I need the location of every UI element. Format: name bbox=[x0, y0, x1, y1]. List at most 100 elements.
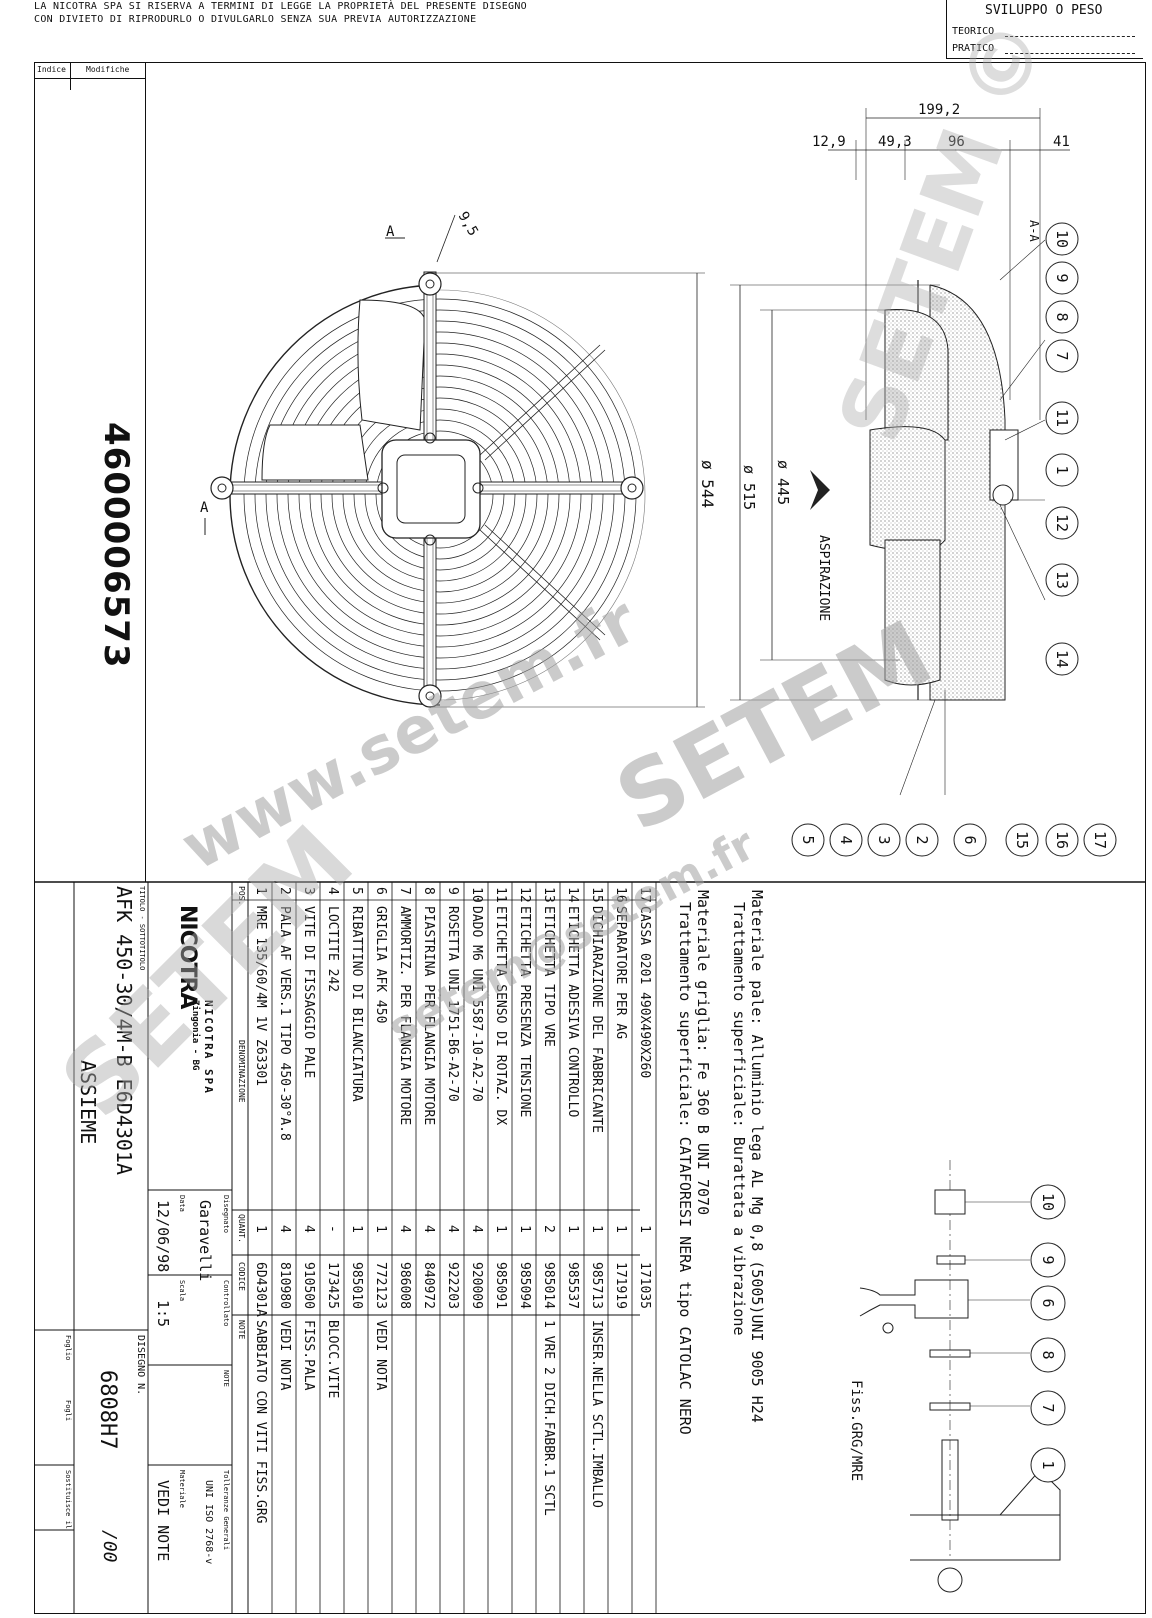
bom-den: PALA AF VERS.1 TIPO 450-30°A.8 bbox=[277, 906, 292, 1141]
svg-text:11: 11 bbox=[1053, 409, 1071, 427]
dim-overall-depth: 199,2 bbox=[918, 102, 960, 118]
balloon-side-5: 11 bbox=[1045, 401, 1079, 435]
bom-qty: - bbox=[325, 1225, 340, 1233]
drawing-subtitle: ASSIEME bbox=[76, 1060, 100, 1145]
bom-pos: 16 bbox=[613, 887, 628, 903]
svg-text:10: 10 bbox=[1039, 1193, 1057, 1211]
detail-balloon-3: 6 bbox=[1030, 1285, 1066, 1321]
balloon-side-4: 7 bbox=[1045, 339, 1079, 373]
bom-code: 985537 bbox=[565, 1262, 580, 1309]
svg-text:2: 2 bbox=[913, 835, 931, 844]
legal-notice-line2: CON DIVIETO DI RIPRODURLO O DIVULGARLO S… bbox=[34, 14, 477, 25]
bom-pos: 13 bbox=[541, 887, 556, 903]
svg-text:3: 3 bbox=[875, 835, 893, 844]
bom-pos: 1 bbox=[253, 887, 268, 895]
materiale-value: VEDI NOTE bbox=[154, 1480, 172, 1562]
svg-text:15: 15 bbox=[1013, 831, 1031, 849]
bom-qty: 1 bbox=[637, 1225, 652, 1233]
airflow-label: ASPIRAZIONE bbox=[816, 535, 831, 621]
weight-pratico-line bbox=[1005, 53, 1135, 54]
bom-note: SABBIATO CON VITI FISS.GRG bbox=[253, 1320, 268, 1524]
svg-text:1: 1 bbox=[1053, 465, 1071, 474]
weight-teorico: TEORICO bbox=[952, 26, 995, 37]
bom-note: INSER.NELLA SCTL.IMBALLO bbox=[589, 1320, 604, 1508]
dim-dia-515: ø 515 bbox=[740, 465, 758, 510]
revision-indice: Indice bbox=[37, 65, 66, 74]
bom-qty: 4 bbox=[445, 1225, 460, 1233]
balloon-side-1: 10 bbox=[1045, 222, 1079, 256]
disegnato-label: Disegnato bbox=[222, 1195, 230, 1233]
bom-note: FISS.PALA bbox=[301, 1320, 316, 1391]
bom-pos: 4 bbox=[325, 887, 340, 895]
dim-dia-445: ø 445 bbox=[774, 460, 792, 505]
scala-label: Scala bbox=[178, 1280, 186, 1302]
bom-qty: 4 bbox=[301, 1225, 316, 1233]
title-label: TITOLO - SOTTOTITOLO bbox=[138, 886, 146, 971]
svg-text:5: 5 bbox=[799, 835, 817, 844]
bom-qty: 1 bbox=[349, 1225, 364, 1233]
bom-den: LOCTITE 242 bbox=[325, 906, 340, 993]
weight-title: SVILUPPO O PESO bbox=[985, 3, 1103, 18]
balloon-bottom-3: 3 bbox=[867, 823, 901, 857]
bom-qty: 2 bbox=[541, 1225, 556, 1233]
company-name: NICOTRA SPA bbox=[202, 1000, 215, 1095]
bom-pos: 10 bbox=[469, 887, 484, 903]
bom-note: BLOCC.VITE bbox=[325, 1320, 340, 1399]
bom-pos: 14 bbox=[565, 887, 580, 903]
bom-code: 840972 bbox=[421, 1262, 436, 1309]
dim-d1: 12,9 bbox=[812, 134, 846, 150]
controllato-label: Controllato bbox=[222, 1280, 230, 1327]
svg-text:9: 9 bbox=[1053, 273, 1071, 282]
svg-text:1: 1 bbox=[1039, 1460, 1057, 1469]
bom-code: 171919 bbox=[613, 1262, 628, 1309]
dim-dia-544: ø 544 bbox=[698, 460, 717, 508]
svg-text:17: 17 bbox=[1091, 831, 1109, 849]
bom-pos: 2 bbox=[277, 887, 292, 895]
section-marker-top: A bbox=[386, 224, 395, 240]
note-line: Trattamento superficiale: Burattata a vi… bbox=[730, 902, 748, 1336]
bom-qty: 4 bbox=[277, 1225, 292, 1233]
bom-qty: 1 bbox=[565, 1225, 580, 1233]
bom-code: 985094 bbox=[517, 1262, 532, 1309]
note-line: Materiale griglia: Fe 360 B UNI 7070 bbox=[694, 890, 712, 1216]
drawing-frame bbox=[34, 62, 1146, 1614]
bom-note: VEDI NOTA bbox=[373, 1320, 388, 1391]
bom-qty: 4 bbox=[421, 1225, 436, 1233]
tolleranze-value: UNI ISO 2768-v bbox=[203, 1480, 214, 1565]
tolleranze-label: Tolleranze Generali bbox=[222, 1470, 230, 1551]
bom-den: ETICHETTA PRESENZA TENSIONE bbox=[517, 906, 532, 1118]
drawing-title: AFK 450-30/4M-B E6D4301A bbox=[112, 886, 136, 1175]
detail-balloon-6: 1 bbox=[1030, 1447, 1066, 1483]
dim-d3: 96 bbox=[948, 134, 965, 150]
svg-text:8: 8 bbox=[1053, 312, 1071, 321]
detail-balloons: 10 9 6 8 7 1 bbox=[1030, 1184, 1066, 1483]
note-label: NOTE bbox=[222, 1370, 230, 1387]
bom-code: 920009 bbox=[469, 1262, 484, 1309]
svg-text:16: 16 bbox=[1053, 831, 1071, 849]
svg-text:6: 6 bbox=[1039, 1298, 1057, 1307]
balloon-side-9: 14 bbox=[1045, 642, 1079, 676]
data-value: 12/06/98 bbox=[154, 1200, 172, 1273]
fogli-label: Fogli bbox=[64, 1400, 72, 1422]
bom-qty: 1 bbox=[373, 1225, 388, 1233]
bom-header-denominazione: DENOMINAZIONE bbox=[237, 1040, 246, 1103]
section-label: A-A bbox=[1027, 220, 1041, 242]
detail-balloon-2: 9 bbox=[1030, 1242, 1066, 1278]
balloon-bottom-4: 2 bbox=[905, 823, 939, 857]
weight-pratico: PRATICO bbox=[952, 43, 995, 54]
detail-caption: Fiss.GRG/MRE bbox=[848, 1380, 864, 1481]
balloon-side-6: 1 bbox=[1045, 453, 1079, 487]
bom-den: RIBATTINO DI BILANCIATURA bbox=[349, 906, 364, 1102]
revision-modifiche: Modifiche bbox=[86, 65, 130, 74]
balloon-side-8: 13 bbox=[1045, 563, 1079, 597]
bom-den: CASSA 0201 490X490X260 bbox=[637, 906, 652, 1079]
svg-text:12: 12 bbox=[1053, 514, 1071, 532]
balloons-bottom: 5 4 3 2 6 15 16 17 bbox=[791, 823, 1117, 857]
svg-text:14: 14 bbox=[1053, 650, 1071, 668]
bom-den: SEPARATORE PER AG bbox=[613, 906, 628, 1040]
bom-qty: 1 bbox=[253, 1225, 268, 1233]
fixing-detail bbox=[859, 1160, 1061, 1593]
bom-pos: 8 bbox=[421, 887, 436, 895]
detail-balloon-4: 8 bbox=[1030, 1337, 1066, 1373]
